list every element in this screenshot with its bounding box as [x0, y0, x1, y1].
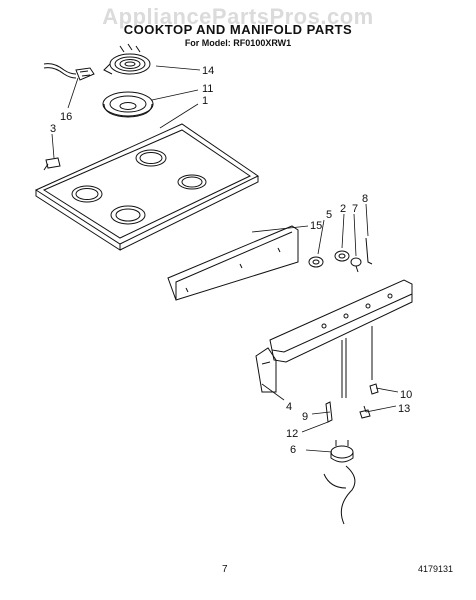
model-subtitle: For Model: RF0100XRW1: [184, 38, 292, 48]
switch-part: [323, 440, 356, 525]
document-number: 4179131: [418, 564, 454, 574]
screw-parts: [325, 383, 379, 423]
drip-pan-part: [102, 91, 154, 118]
callout-15: 15: [310, 220, 322, 232]
callout-13: 13: [398, 403, 410, 415]
clip-part: [43, 157, 61, 171]
page-number: 7: [222, 564, 228, 575]
callout-12: 12: [286, 428, 298, 440]
callout-7: 7: [352, 203, 358, 215]
bracket-part: [255, 347, 277, 393]
callout-8: 8: [362, 193, 368, 205]
callout-3: 3: [50, 123, 56, 135]
back-panel-part: [167, 225, 299, 301]
callout-2: 2: [340, 203, 346, 215]
terminal-block-part: [43, 63, 95, 81]
callout-10: 10: [400, 389, 412, 401]
callout-labels: 14 11 1 16 3 15 5 2 7 8 10 4 9 13 12 6: [50, 65, 412, 456]
cooktop-part: [34, 123, 259, 251]
watermark: AppliancePartsPros.com: [102, 4, 374, 29]
callout-14: 14: [202, 65, 214, 77]
valve-parts: [308, 237, 373, 273]
callout-9: 9: [302, 411, 308, 423]
callout-5: 5: [326, 209, 332, 221]
leader-lines: [51, 65, 399, 453]
support-rods: [341, 326, 373, 398]
manifold-part: [269, 279, 413, 363]
callout-4: 4: [286, 401, 292, 413]
surface-element-part: [103, 43, 151, 75]
callout-1: 1: [202, 95, 208, 107]
callout-11: 11: [202, 83, 213, 95]
callout-6: 6: [290, 444, 296, 456]
callout-16: 16: [60, 111, 72, 123]
page-title: COOKTOP AND MANIFOLD PARTS: [123, 22, 353, 37]
